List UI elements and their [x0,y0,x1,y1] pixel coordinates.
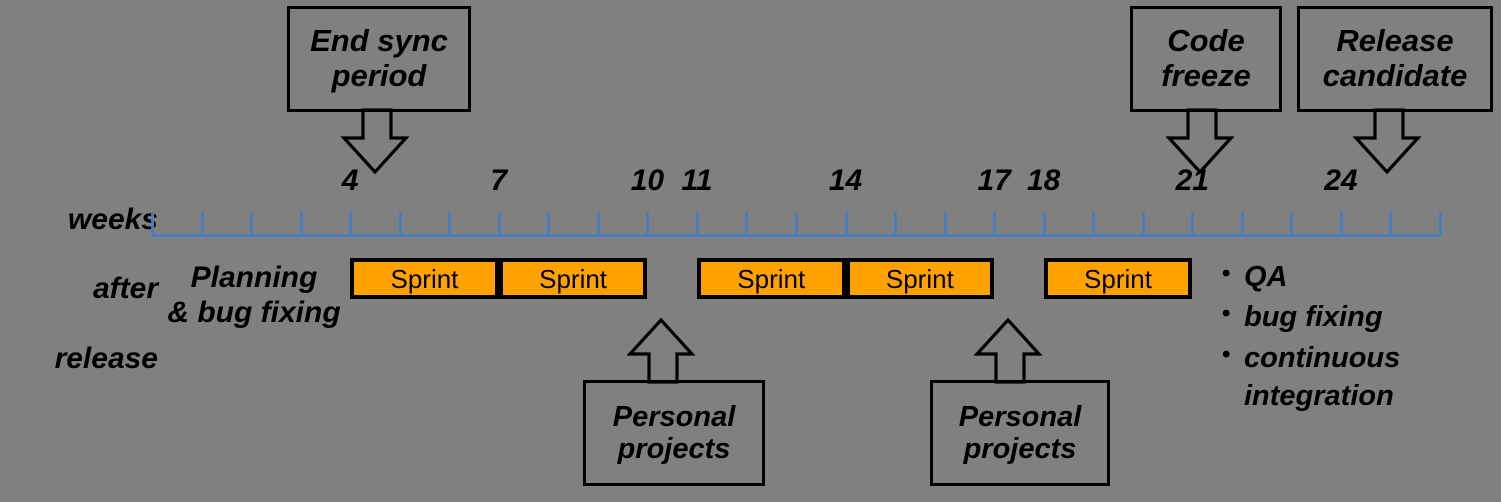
axis-caption-line-2: after [92,272,158,306]
week-label-14: 14 [828,164,863,197]
activity-item-label: bug fixing [1244,301,1383,334]
phase-planning-bug-fixing: Planning & bug fixing [167,261,341,329]
timeline-tick [1339,212,1343,235]
sprint-box-5[interactable]: Sprint [1043,258,1193,299]
timeline-tick [844,212,848,235]
break-personal-projects-1[interactable]: Personal projects [583,380,765,486]
axis-caption: weeks after release [14,168,158,412]
sprint-box-label: Sprint [390,263,459,294]
break-personal-projects-2[interactable]: Personal projects [930,380,1110,486]
bullet-icon: • [1222,340,1231,368]
axis-caption-line-3: release [54,341,158,375]
timeline-tick [250,212,254,235]
timeline-tick [1042,212,1046,235]
timeline-tick [1389,212,1393,235]
timeline-tick [1141,212,1145,235]
timeline-tick [547,212,551,235]
bullet-icon: • [1222,260,1231,287]
timeline-tick [349,212,353,235]
week-label-4: 4 [341,164,359,197]
break-personal-projects-2-label: Personal projects [958,400,1082,465]
activity-item: • continuous integration [1222,339,1497,416]
break-personal-projects-1-arrow [626,317,696,384]
milestone-release-candidate[interactable]: Release candidate [1297,6,1493,112]
timeline-tick [1191,212,1195,235]
timeline-tick [398,212,402,235]
timeline-tick [299,212,303,235]
activities-list: • QA • bug fixing • continuous integration [1222,258,1497,417]
timeline-tick [993,212,997,235]
timeline-tick [497,212,501,235]
milestone-end-sync-period-label: End sync period [310,23,448,93]
milestone-code-freeze-label: Code freeze [1161,23,1251,93]
axis-caption-line-1: weeks [67,202,158,236]
timeline-tick [151,212,154,235]
timeline-axis [152,234,1440,237]
activity-item: • bug fixing [1222,298,1497,336]
break-personal-projects-1-label: Personal projects [612,400,736,465]
milestone-end-sync-period-arrow [340,108,410,175]
milestone-code-freeze-arrow [1165,108,1235,175]
sprint-box-2[interactable]: Sprint [498,258,648,299]
milestone-release-candidate-arrow [1352,108,1422,175]
week-label-10: 10 [630,164,665,197]
timeline-tick [1240,212,1244,235]
timeline-tick [894,212,898,235]
timeline-tick [1439,212,1442,235]
timeline-tick [943,212,947,235]
week-label-18: 18 [1027,164,1061,197]
sprint-box-label: Sprint [1084,263,1152,294]
timeline-tick [1092,212,1096,235]
sprint-box-label: Sprint [737,263,806,294]
milestone-release-candidate-label: Release candidate [1322,23,1468,93]
week-label-17: 17 [977,164,1011,197]
timeline-tick [448,212,452,235]
bullet-icon: • [1222,300,1231,328]
activity-item: • QA [1222,258,1497,296]
week-label-7: 7 [490,164,508,197]
timeline-tick [795,212,798,235]
sprint-box-label: Sprint [539,263,608,294]
milestone-code-freeze[interactable]: Code freeze [1130,6,1282,112]
activity-item-label: continuous integration [1244,341,1401,412]
timeline-tick [646,212,650,235]
timeline-tick [745,212,749,235]
sprint-box-4[interactable]: Sprint [845,258,995,299]
milestone-end-sync-period[interactable]: End sync period [287,6,471,112]
break-personal-projects-2-arrow [973,317,1043,384]
sprint-box-1[interactable]: Sprint [350,258,499,299]
week-label-11: 11 [681,164,713,197]
activity-item-label: QA [1244,261,1288,293]
timeline-tick [695,212,699,235]
sprint-box-3[interactable]: Sprint [696,258,846,299]
timeline-tick [596,212,600,235]
timeline-tick [1290,212,1294,235]
sprint-box-label: Sprint [885,263,954,294]
timeline-tick [200,212,204,235]
week-label-21: 21 [1175,164,1209,197]
week-label-24: 24 [1324,164,1358,197]
